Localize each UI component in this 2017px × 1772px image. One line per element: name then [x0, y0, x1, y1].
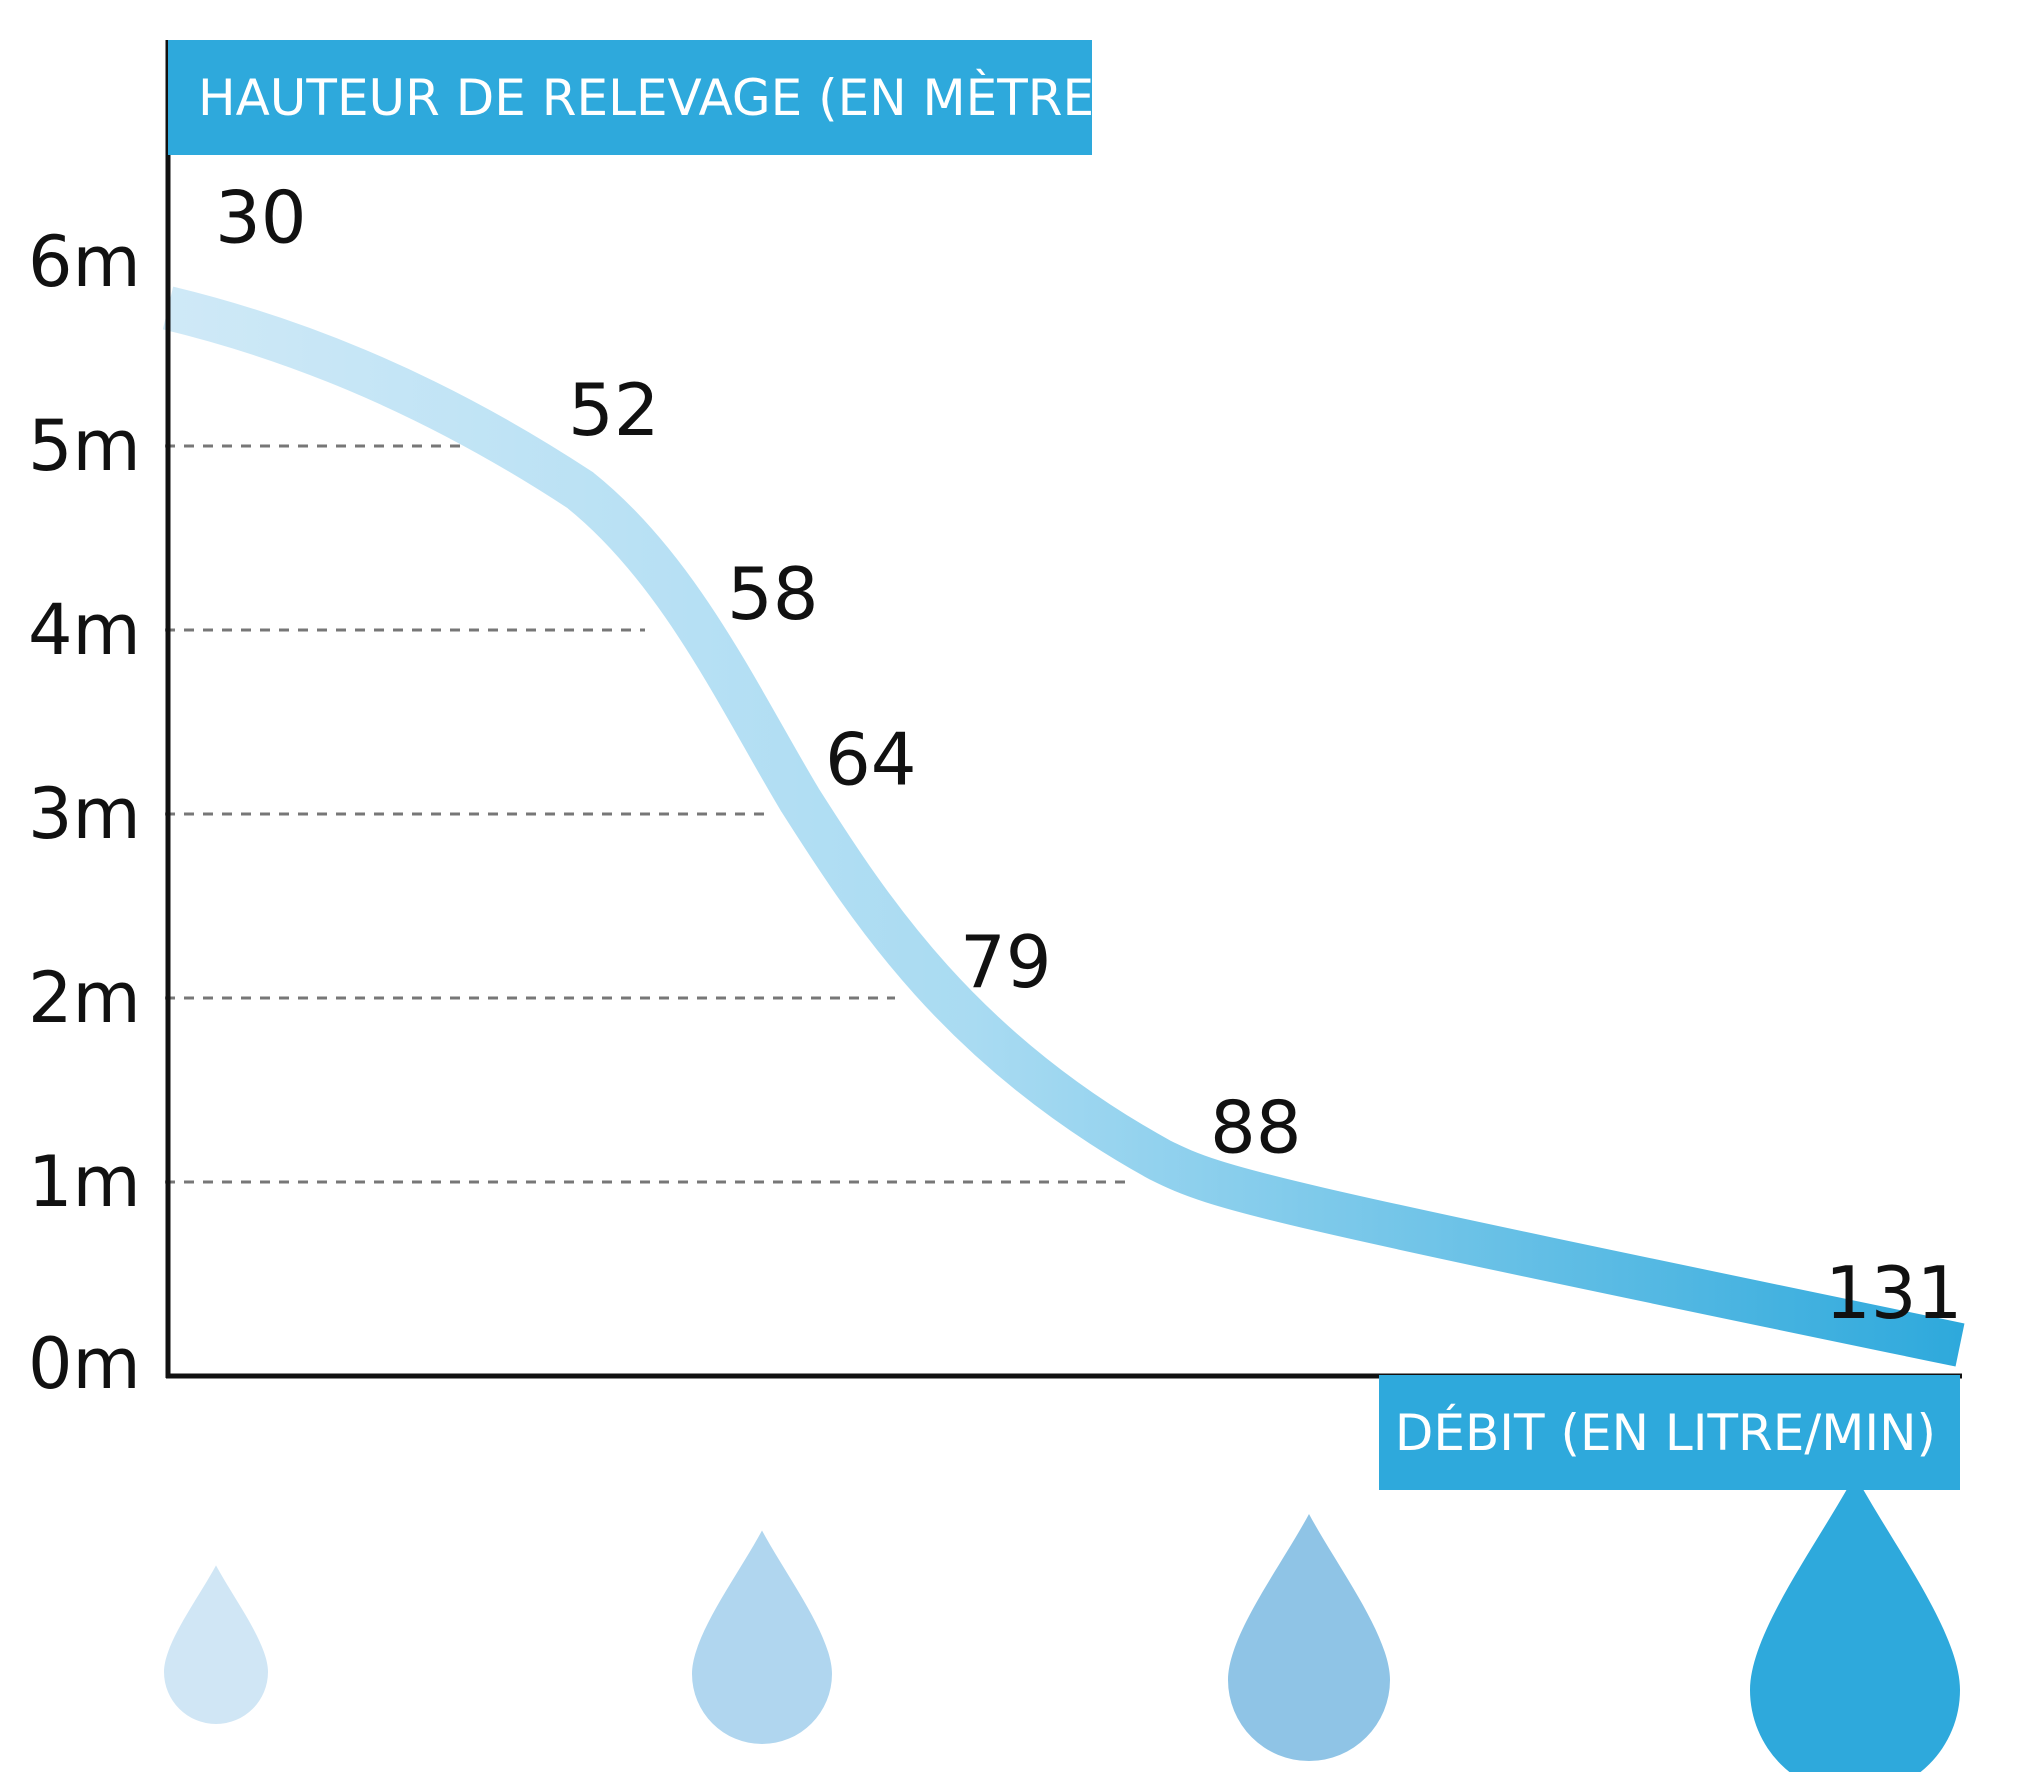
y-tick-label: 4m	[28, 589, 141, 671]
water-drop-icon	[164, 1565, 268, 1724]
point-label: 52	[568, 368, 660, 452]
point-label: 131	[1825, 1251, 1962, 1335]
axes	[165, 40, 1962, 1379]
y-tick-label: 3m	[28, 773, 141, 855]
y-axis-title-text: HAUTEUR DE RELEVAGE (EN MÈTRE)	[198, 68, 1114, 127]
grid-lines	[165, 444, 1130, 1184]
y-tick-label: 6m	[28, 221, 141, 303]
y-tick-label: 0m	[28, 1323, 141, 1405]
y-tick-label: 5m	[28, 405, 141, 487]
point-label: 58	[727, 552, 819, 636]
flow-curve	[162, 286, 1965, 1367]
point-label: 88	[1210, 1085, 1302, 1169]
water-drop-icon	[1228, 1513, 1390, 1761]
x-axis-title-text: DÉBIT (EN LITRE/MIN)	[1394, 1403, 1936, 1462]
y-tick-label: 1m	[28, 1141, 141, 1223]
water-drop-icon	[692, 1530, 832, 1744]
y-axis-title: HAUTEUR DE RELEVAGE (EN MÈTRE)	[168, 40, 1114, 155]
point-label: 79	[960, 920, 1052, 1004]
x-axis-title: DÉBIT (EN LITRE/MIN)	[1379, 1375, 1960, 1490]
y-tick-labels: 0m 1m 2m 3m 4m 5m 6m	[28, 221, 141, 1405]
point-label: 64	[825, 717, 917, 801]
y-tick-label: 2m	[28, 957, 141, 1039]
point-label: 30	[215, 175, 307, 259]
water-drop-icon	[1750, 1474, 1960, 1772]
water-drops	[164, 1474, 1960, 1772]
